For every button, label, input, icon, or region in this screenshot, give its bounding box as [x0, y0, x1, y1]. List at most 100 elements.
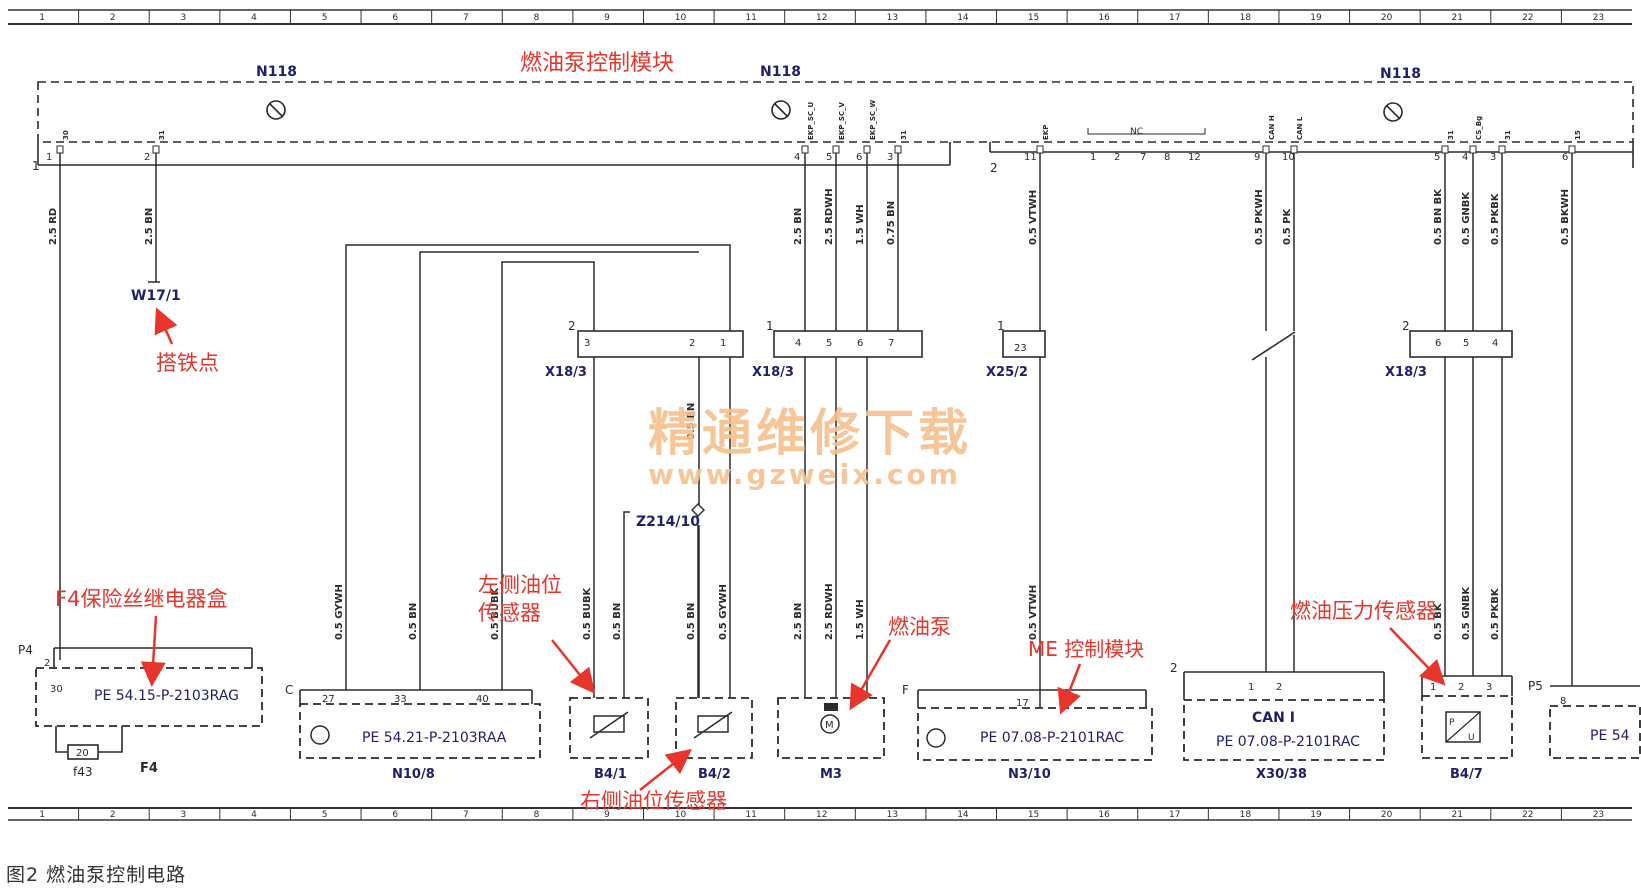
grid-ruler-top: [8, 9, 1632, 25]
x25-2-number: 1: [997, 319, 1005, 333]
n10-label: N10/8: [392, 767, 435, 782]
b4-2-label: B4/2: [698, 767, 731, 782]
motor-header-icon: [824, 703, 838, 711]
grid-col-bottom: 14: [957, 810, 969, 820]
wire-label-top: 0.5 PKWH: [1254, 189, 1265, 245]
x18-3-c-number: 2: [1402, 319, 1410, 333]
x18-3-b-pin: 7: [888, 338, 894, 349]
f4-letter: P4: [18, 643, 33, 657]
x30-38-title: CAN I: [1252, 710, 1295, 726]
n10-transistor-icon: [310, 725, 330, 745]
nc-bracket: [1087, 128, 1206, 135]
grid-col-top: 11: [745, 13, 756, 23]
grid-col-top: 12: [816, 13, 827, 23]
grid-col-bottom: 2: [110, 810, 116, 820]
wire-label-mid: 0.5 BN: [686, 403, 697, 440]
grid-col-bottom: 10: [675, 810, 687, 820]
module-pin-name: EKP_SC_W: [869, 99, 877, 140]
grid-col-bottom: 3: [181, 810, 187, 820]
f4-pin-2: 2: [44, 658, 50, 669]
module-pin-number: 1: [46, 152, 52, 163]
wire-label-bottom: 0.5 GYWH: [718, 584, 729, 640]
x18-3-a-pin: 3: [584, 338, 590, 349]
grid-col-top: 2: [110, 13, 116, 23]
module-pin-name: 31: [158, 130, 166, 140]
grid-col-top: 1: [39, 13, 45, 23]
x25-2-pin: 23: [1014, 343, 1027, 354]
grid-col-bottom: 4: [251, 810, 257, 820]
z214-10-label: Z214/10: [636, 514, 700, 530]
grid-col-bottom: 16: [1098, 810, 1110, 820]
watermark-title: 精通维修下载: [648, 404, 972, 462]
wire-label-bottom: 0.5 PKBK: [1490, 587, 1501, 640]
n3-10-transistor-icon: [926, 728, 946, 748]
annotation-pump: 燃油泵: [888, 615, 951, 639]
wire-label-bottom: 0.5 BUBK: [582, 586, 593, 640]
f4-label: F4: [140, 761, 158, 776]
module-pin-number: 2: [144, 152, 150, 163]
x30-38-label: X30/38: [1256, 767, 1307, 782]
x18-3-b-pin: 4: [795, 338, 801, 349]
wire-lines: [59, 150, 1573, 708]
module-pin-number: 11: [1024, 152, 1037, 163]
grid-col-top: 15: [1028, 13, 1039, 23]
grid-col-top: 14: [957, 13, 969, 23]
grid-col-bottom: 21: [1451, 810, 1462, 820]
module-pin-name: EKP_SC_V: [838, 101, 846, 140]
module-pin-number: 9: [1254, 152, 1260, 163]
wire-label-top: 0.75 BN: [886, 201, 897, 245]
grid-col-bottom: 17: [1169, 810, 1180, 820]
x30-38-pin-2: 2: [1276, 682, 1282, 693]
x18-3-a-number: 2: [568, 319, 576, 333]
motor-symbol: M: [825, 720, 834, 731]
b4-7-pin-2: 2: [1458, 682, 1464, 693]
wire-label-bottom: 0.5 BUBK: [490, 586, 501, 640]
wire-label-bottom: 0.5 GNBK: [1461, 586, 1472, 640]
grid-col-bottom: 5: [322, 810, 328, 820]
n10-ref: PE 54.21-P-2103RAA: [362, 730, 507, 746]
module-ref-1: N118: [256, 64, 297, 80]
module-group-1: 1: [32, 159, 40, 173]
wire-label-bottom: 2.5 RDWH: [824, 583, 835, 640]
module-pin-name: 31: [1504, 130, 1512, 140]
module-pin-number: 10: [1282, 152, 1295, 163]
grid-col-bottom: 22: [1522, 810, 1533, 820]
module-pin-name: CAN H: [1268, 115, 1276, 140]
wire-label-bottom: 0.5 GYWH: [334, 584, 345, 640]
n3-10-letter: F: [902, 683, 909, 697]
module-ref-3: N118: [1380, 66, 1421, 82]
module-title: 燃油泵控制模块: [520, 51, 674, 76]
x18-3-c-pin: 5: [1463, 338, 1469, 349]
module-pin-name: 30: [62, 130, 70, 140]
wire-label-bottom: 0.5 VTWH: [1028, 585, 1039, 640]
wire-label-bottom: 0.5 BK: [1433, 602, 1444, 640]
x18-3-b-number: 1: [766, 319, 774, 333]
x18-3-c-pin: 6: [1435, 338, 1441, 349]
wire-label-bottom: 2.5 BN: [793, 603, 804, 640]
wire-label-top: 0.5 GNBK: [1461, 191, 1472, 245]
module-pin-name: 31: [900, 130, 908, 140]
x30-38-letter: 2: [1170, 661, 1178, 675]
grid-col-bottom: 12: [816, 810, 827, 820]
wire-label-top: 1.5 WH: [855, 204, 866, 245]
module-pin-number: 7: [1140, 152, 1146, 163]
grid-col-top: 9: [604, 13, 610, 23]
grid-col-bottom: 23: [1593, 810, 1604, 820]
module-pin-number: 3: [887, 152, 893, 163]
w17-1-label: W17/1: [131, 288, 181, 304]
wire-label-bottom: 1.5 WH: [855, 599, 866, 640]
grid-col-bottom: 18: [1240, 810, 1252, 820]
module-pin-number: 6: [856, 152, 862, 163]
module-pin-number: 2: [1114, 152, 1120, 163]
grid-col-bottom: 15: [1028, 810, 1039, 820]
module-ref-2: N118: [760, 64, 801, 80]
x18-3-b-pin: 5: [826, 338, 832, 349]
b4-7-pin-1: 1: [1430, 682, 1436, 693]
grid-col-bottom: 1: [39, 810, 45, 820]
grid-col-bottom: 11: [745, 810, 756, 820]
level-sensor-symbols: [589, 711, 733, 739]
module-pin-name: EKP_SC_U: [807, 101, 815, 140]
module-pin-name: 31: [1447, 130, 1455, 140]
annotation-ground: 搭铁点: [156, 351, 219, 375]
